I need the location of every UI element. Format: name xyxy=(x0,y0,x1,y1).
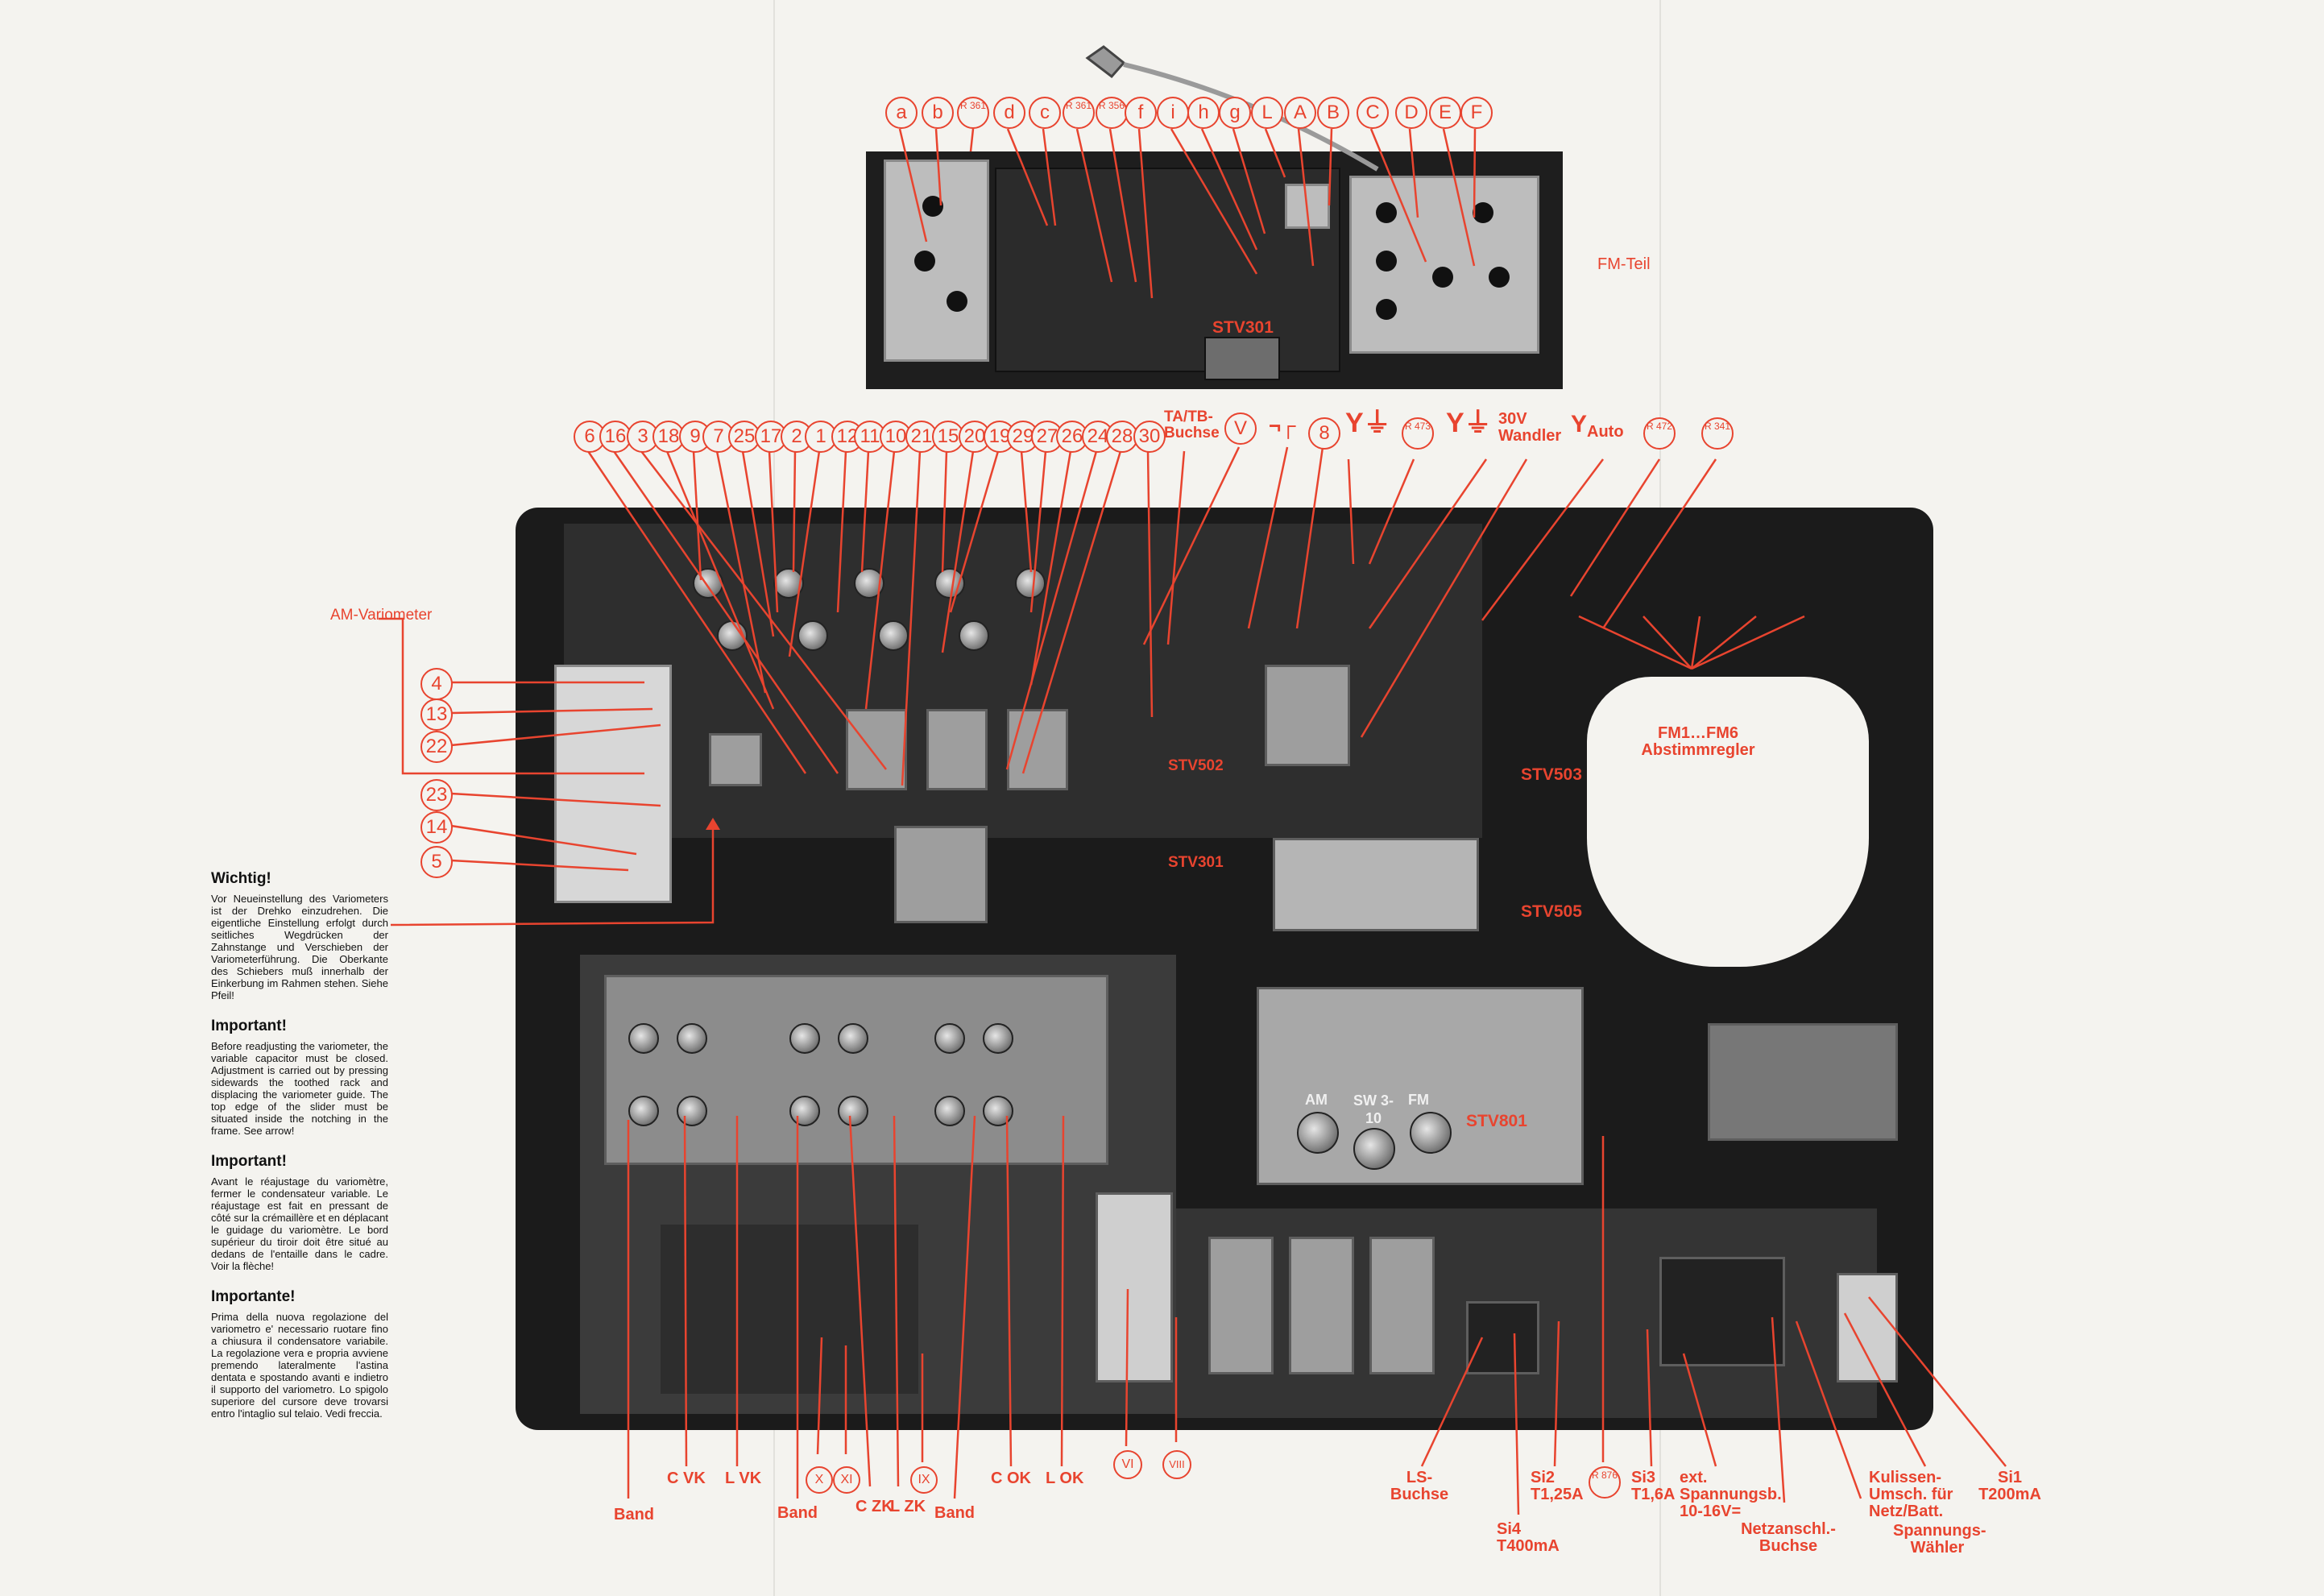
czk-label: C ZK xyxy=(855,1498,893,1515)
ta-tb-buchse-label: TA/TB-Buchse xyxy=(1164,408,1220,441)
callout-f: f xyxy=(1125,97,1157,129)
callout-IX: IX xyxy=(910,1466,938,1494)
stv301b-label: STV301 xyxy=(1168,854,1224,871)
callout-X: X xyxy=(806,1466,833,1494)
note-text: Before readjusting the variometer, the v… xyxy=(211,1040,388,1137)
callout-18: 18 xyxy=(652,421,685,453)
am-socket-label: AM xyxy=(1305,1092,1328,1108)
stv801-label: STV801 xyxy=(1466,1112,1527,1130)
callout-b: b xyxy=(922,97,954,129)
fm-shield-right xyxy=(1349,176,1539,354)
callout-c: c xyxy=(1029,97,1061,129)
main-chassis-photo xyxy=(516,508,1933,1430)
note-fr: Important! Avant le réajustage du variom… xyxy=(211,1153,388,1272)
callout-d: d xyxy=(993,97,1025,129)
callout-D: D xyxy=(1395,97,1427,129)
chassis-cutout xyxy=(1587,677,1869,967)
callout-23: 23 xyxy=(420,779,453,811)
auto-label: Auto xyxy=(1587,423,1624,441)
callout-r473: R 473 xyxy=(1402,417,1434,450)
callout-r876: R 876 xyxy=(1589,1466,1621,1499)
fm-abstimmregler-label: FM1…FM6 Abstimmregler xyxy=(1641,724,1755,759)
callout-l: L xyxy=(1251,97,1283,129)
am-variometer-box xyxy=(554,665,672,903)
cok-label: C OK xyxy=(991,1470,1031,1487)
wandler-label: 30V Wandler xyxy=(1498,410,1562,445)
fm-shield-left xyxy=(884,160,989,362)
si3-label: Si3 T1,6A xyxy=(1631,1469,1676,1503)
callout-VI: VI xyxy=(1113,1450,1142,1479)
callout-F: F xyxy=(1460,97,1493,129)
antenna-ground-icon-2: Y⏚ xyxy=(1446,408,1492,438)
callout-5: 5 xyxy=(420,846,453,878)
mute-symbol: ¬┌ xyxy=(1269,413,1296,437)
callout-16: 16 xyxy=(599,421,632,453)
callout-22: 22 xyxy=(420,731,453,763)
lzk-label: L ZK xyxy=(890,1498,926,1515)
callout-VIII: VIII xyxy=(1162,1450,1191,1479)
fm-pcb xyxy=(995,168,1340,372)
band-label-1: Band xyxy=(614,1506,654,1523)
band-label-3: Band xyxy=(934,1504,975,1522)
callout-r361-1: R 361 xyxy=(957,97,989,129)
lvk-label: L VK xyxy=(725,1470,762,1487)
note-it: Importante! Prima della nuova regolazion… xyxy=(211,1288,388,1420)
stv505-label: STV505 xyxy=(1521,902,1582,921)
si4-label: Si4 T400mA xyxy=(1497,1520,1560,1555)
kulissen-umsch-label: Kulissen-Umsch. für Netz/Batt. xyxy=(1869,1469,1953,1520)
fm-socket-label: FM xyxy=(1408,1092,1429,1108)
ext-spannung-label: ext. Spannungsb. 10-16V= xyxy=(1680,1469,1782,1520)
am-variometer-label: AM-Variometer xyxy=(330,607,433,624)
callout-13: 13 xyxy=(420,699,453,731)
callout-C: C xyxy=(1357,97,1389,129)
note-title: Importante! xyxy=(211,1288,296,1305)
note-en: Important! Before readjusting the variom… xyxy=(211,1018,388,1137)
fm-teil-label: FM-Teil xyxy=(1597,255,1651,273)
antenna-ground-icon: Y⏚ xyxy=(1345,408,1391,438)
sw-socket-label: SW 3-10 xyxy=(1353,1092,1394,1126)
callout-i: i xyxy=(1157,97,1189,129)
callout-a: a xyxy=(885,97,918,129)
cvk-label: C VK xyxy=(667,1470,706,1487)
callout-10: 10 xyxy=(880,421,912,453)
antenna-icon: Y xyxy=(1571,411,1588,437)
note-title: Important! xyxy=(211,1018,287,1034)
callout-B: B xyxy=(1317,97,1349,129)
stv503-label: STV503 xyxy=(1521,765,1582,784)
callout-4: 4 xyxy=(420,668,453,700)
callout-r472: R 472 xyxy=(1643,417,1676,450)
callout-g: g xyxy=(1219,97,1251,129)
callout-r356: R 356 xyxy=(1096,97,1128,129)
note-title: Important! xyxy=(211,1153,287,1170)
si1-label: Si1 T200mA xyxy=(1978,1469,2041,1503)
note-text: Prima della nuova regolazione del variom… xyxy=(211,1311,388,1420)
stv301-label: STV301 xyxy=(1212,318,1274,337)
fm-connector xyxy=(1204,337,1280,380)
callout-h: h xyxy=(1187,97,1220,129)
band-label-2: Band xyxy=(777,1504,818,1522)
stv502-label: STV502 xyxy=(1168,757,1224,774)
note-title: Wichtig! xyxy=(211,870,271,887)
callout-XI: XI xyxy=(833,1466,860,1494)
callout-A: A xyxy=(1284,97,1316,129)
spannungs-waehler-label: Spannungs-Wähler xyxy=(1893,1522,1986,1557)
callout-30: 30 xyxy=(1133,421,1166,453)
callout-8: 8 xyxy=(1308,417,1340,450)
note-text: Avant le réajustage du variomètre, ferme… xyxy=(211,1175,388,1272)
si2-label: Si2 T1,25A xyxy=(1531,1469,1584,1503)
callout-14: 14 xyxy=(420,811,453,844)
note-de: Wichtig! Vor Neueinstellung des Variomet… xyxy=(211,870,388,1001)
callout-r361-2: R 361 xyxy=(1063,97,1095,129)
callout-r341: R 341 xyxy=(1701,417,1734,450)
callout-V: V xyxy=(1224,412,1257,445)
notes-column: Wichtig! Vor Neueinstellung des Variomet… xyxy=(211,854,388,1420)
lok-label: L OK xyxy=(1046,1470,1084,1487)
netzanschl-buchse-label: Netzanschl.-Buchse xyxy=(1741,1520,1836,1555)
ls-buchse-label: LS-Buchse xyxy=(1390,1469,1449,1503)
callout-28: 28 xyxy=(1106,421,1138,453)
note-text: Vor Neueinstellung des Variometers ist d… xyxy=(211,893,388,1001)
callout-E: E xyxy=(1429,97,1461,129)
